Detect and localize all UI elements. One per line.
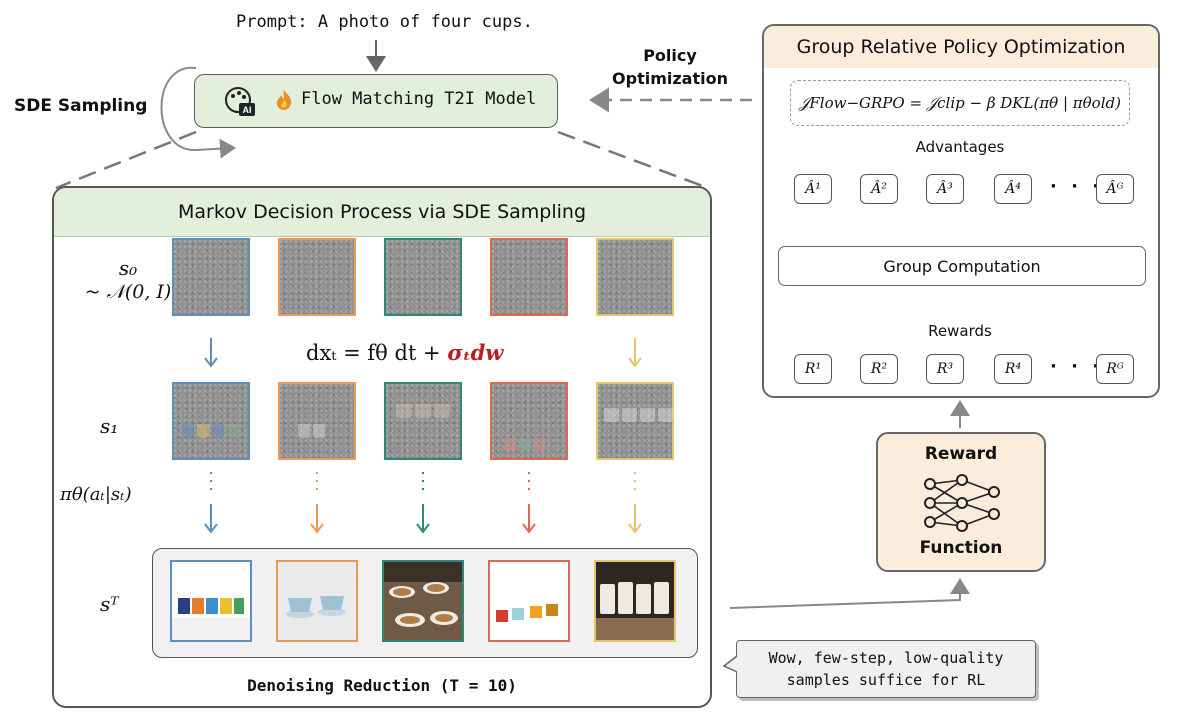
group-computation-box: Group Computation [778,246,1146,286]
reward-token-3: R³ [926,354,964,384]
noise-image-s1-2 [278,382,356,460]
reward-token-2: R² [860,354,898,384]
faint-cups [504,438,546,452]
fire-icon [275,89,293,115]
faint-cups [604,408,673,422]
rewards-ellipsis: · · · [1050,356,1104,377]
policy-optimization-label: Policy Optimization [600,44,740,90]
noise-image-s0-1 [172,238,250,316]
noise-image-s1-1 [172,382,250,460]
sde-sampling-label: SDE Sampling [14,96,148,116]
reward-token-G: Rᴳ [1096,354,1134,384]
grpo-panel: Group Relative Policy Optimization [762,24,1160,398]
denoising-caption: Denoising Reduction (T = 10) [247,676,517,695]
policy-line2: Optimization [612,69,728,88]
grpo-objective-formula: 𝒥Flow−GRPO = 𝒥clip − β DKL(πθ | πθold) [790,80,1130,126]
advantages-ellipsis: · · · [1050,176,1104,197]
reward-token-1: R¹ [794,354,832,384]
policy-label: πθ(aₜ|sₜ) [60,484,132,505]
sample-image-1 [170,560,252,642]
sample-image-3 [382,560,464,642]
s0-symbol: s₀ [118,256,138,280]
t2i-model-box: AI Flow Matching T2I Model [194,74,558,128]
advantage-token-1: Â¹ [794,174,832,204]
reward-function-box: Reward Function [876,432,1046,572]
noise-image-s1-3 [384,382,462,460]
s0-distribution: ~ 𝒩(0, I) [84,281,172,303]
speech-bubble: Wow, few-step, low-quality samples suffi… [736,640,1036,698]
faint-cups [298,424,325,438]
sample-image-2 [276,560,358,642]
sample-image-5 [594,560,676,642]
model-label: Flow Matching T2I Model [301,89,537,109]
equation-main: dxₜ = fθ dt + [306,341,448,365]
strip-to-reward-arrow [729,578,970,609]
grpo-title: Group Relative Policy Optimization [764,26,1158,68]
noise-image-s0-2 [278,238,356,316]
advantage-token-2: Â² [860,174,898,204]
policy-line1: Policy [643,46,697,65]
reward-token-4: R⁴ [994,354,1032,384]
reward-function-subtitle: Function [919,538,1003,558]
rewards-label: Rewards [928,322,992,340]
noise-image-s1-4 [490,382,568,460]
noise-image-s0-5 [596,238,674,316]
faint-cups [396,404,450,418]
sde-equation: dxₜ = fθ dt + σₜdw [306,340,503,365]
advantage-token-4: Â⁴ [994,174,1032,204]
advantages-label: Advantages [915,138,1005,156]
noise-image-s1-5 [596,382,674,460]
s0-label: s₀ ~ 𝒩(0, I) [78,256,178,304]
prompt-text: Prompt: A photo of four cups. [236,12,533,32]
palette-ai-icon: AI [223,85,257,123]
svg-text:AI: AI [243,105,252,115]
s1-label: s₁ [100,414,119,438]
equation-noise-term: σₜdw [447,340,504,365]
advantage-token-G: Âᴳ [1096,174,1134,204]
zoom-line-right [557,130,709,190]
mdp-title: Markov Decision Process via SDE Sampling [54,188,710,237]
bubble-line1: Wow, few-step, low-quality [768,649,1004,667]
reward-function-title: Reward [924,444,998,464]
zoom-line-left [55,130,197,190]
noise-image-s0-3 [384,238,462,316]
advantage-token-3: Â³ [926,174,964,204]
sde-loop-arrow [160,66,236,159]
noise-image-s0-4 [490,238,568,316]
faint-cups [182,424,239,438]
sT-label: sᵀ [100,592,119,616]
sample-image-4 [488,560,570,642]
bubble-line2: samples suffice for RL [786,671,986,689]
neural-network-icon [920,470,1004,540]
